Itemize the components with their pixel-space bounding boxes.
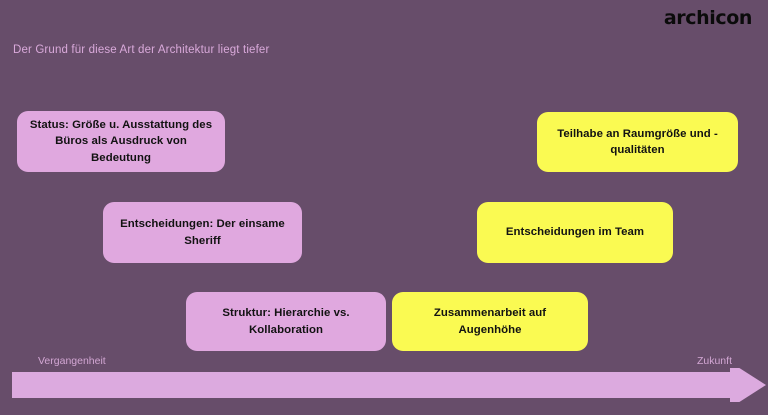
slide-subtitle: Der Grund für diese Art der Architektur … [13,44,270,56]
timeline-past-label: Vergangenheit [38,355,106,367]
timeline-arrow-icon [12,368,766,402]
card-status-past: Status: Größe u. Ausstattung des Büros a… [17,111,225,172]
timeline-axis: Vergangenheit Zukunft [0,350,768,415]
card-structure-future-label: Zusammenarbeit auf Augenhöhe [433,307,547,336]
archicon-logo: archicon [663,7,753,29]
card-decisions-past: Entscheidungen: Der einsame Sheriff [103,202,302,263]
card-decisions-future-label: Entscheidungen im Team [505,226,645,239]
card-structure-past: Struktur: Hierarchie vs. Kollaboration [186,292,386,351]
timeline-future-label: Zukunft [696,355,732,367]
card-decisions-past-label: Entscheidungen: Der einsame Sheriff [120,218,285,247]
card-teilhabe-future-label: Teilhabe an Raumgröße und -qualitäten [557,127,718,156]
card-structure-future: Zusammenarbeit auf Augenhöhe [392,292,588,351]
card-teilhabe-future: Teilhabe an Raumgröße und -qualitäten [537,112,738,172]
card-decisions-future: Entscheidungen im Team [477,202,673,263]
card-status-past-label: Status: Größe u. Ausstattung des Büros a… [29,119,213,164]
card-structure-past-label: Struktur: Hierarchie vs. Kollaboration [222,307,350,336]
